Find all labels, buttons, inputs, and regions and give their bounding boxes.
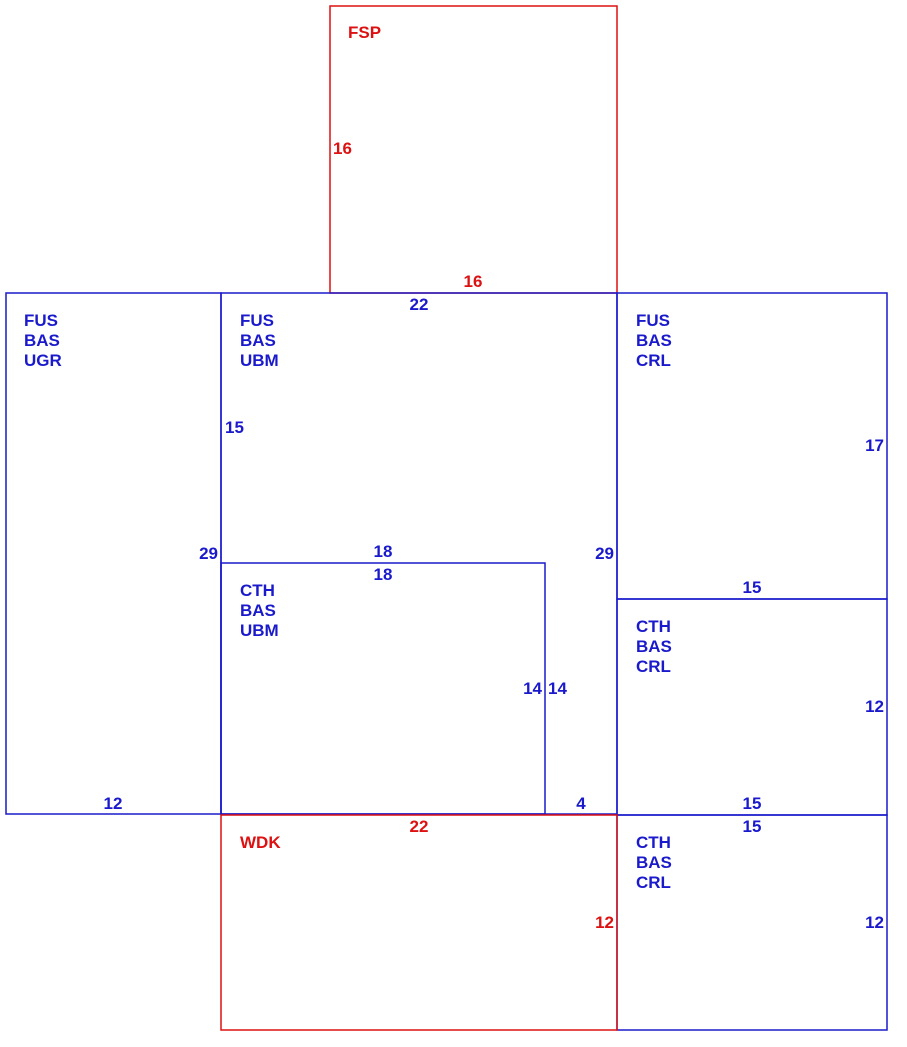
dim-wdk-top: 22 [410, 817, 429, 836]
fus-bas-ubm-outline [220, 292, 618, 815]
area-label-line: BAS [240, 331, 276, 350]
dim-crl-right: 17 [865, 436, 884, 455]
dim-crl-bottom: 15 [743, 578, 762, 597]
dim-wdk-right: 12 [595, 913, 614, 932]
area-label-line: CTH [240, 581, 275, 600]
area-label-line: BAS [636, 331, 672, 350]
dim-ubm-left: 15 [225, 418, 244, 437]
dim-notch-bottom: 4 [576, 794, 586, 813]
area-label-line: CRL [636, 873, 671, 892]
dim-cth-crl2-right: 12 [865, 913, 884, 932]
area-label-line: UBM [240, 351, 279, 370]
area-label-line: FUS [636, 311, 670, 330]
area-label-line: BAS [24, 331, 60, 350]
area-label-fsp: FSP [348, 23, 381, 42]
dim-cth-crl1-bottom: 15 [743, 794, 762, 813]
area-label-line: BAS [240, 601, 276, 620]
wdk-outline [220, 814, 618, 1031]
fsp-outline [329, 5, 618, 294]
area-label-line: BAS [636, 853, 672, 872]
area-label-line: CRL [636, 657, 671, 676]
dim-cth-ubm-top-inner: 18 [374, 565, 393, 584]
area-label-line: CTH [636, 617, 671, 636]
area-label-line: CRL [636, 351, 671, 370]
area-label-line: WDK [240, 833, 281, 852]
dim-cth-crl1-right: 12 [865, 697, 884, 716]
area-label-wdk: WDK [240, 833, 281, 852]
dim-cth-ubm-right-inner: 14 [523, 679, 542, 698]
dim-ugr-right: 29 [199, 544, 218, 563]
dim-ubm-top: 22 [410, 295, 429, 314]
area-label-line: BAS [636, 637, 672, 656]
area-label-line: FUS [240, 311, 274, 330]
area-label-line: FUS [24, 311, 58, 330]
fus-bas-ugr-outline [5, 292, 222, 815]
dim-ugr-bottom: 12 [104, 794, 123, 813]
area-label-line: UBM [240, 621, 279, 640]
area-label-line: FSP [348, 23, 381, 42]
dim-ubm-right: 29 [595, 544, 614, 563]
dim-cth-crl2-top: 15 [743, 817, 762, 836]
dim-cth-ubm-top-outer: 18 [374, 542, 393, 561]
area-label-line: CTH [636, 833, 671, 852]
dim-fsp-side: 16 [333, 139, 352, 158]
cth-bas-ubm-outline [220, 562, 546, 815]
dim-cth-ubm-right-outer: 14 [548, 679, 567, 698]
area-label-line: UGR [24, 351, 62, 370]
dim-fsp-bottom: 16 [464, 272, 483, 291]
